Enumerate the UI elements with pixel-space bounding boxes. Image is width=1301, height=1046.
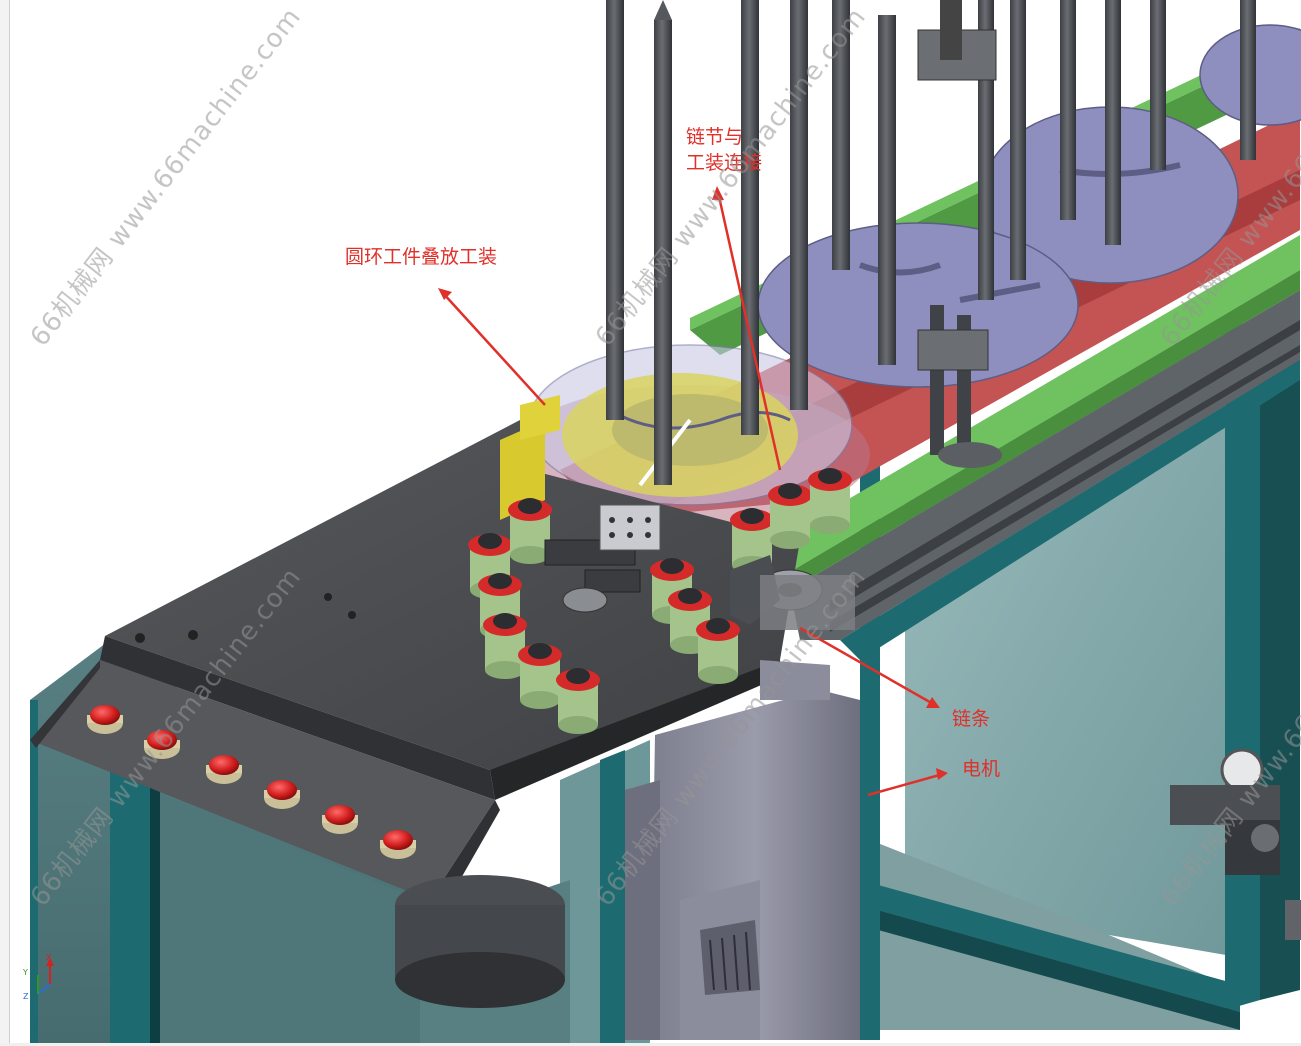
yellow-bracket bbox=[500, 420, 545, 520]
viewport-bottom-edge bbox=[0, 1043, 1301, 1046]
chain-label: 链条 bbox=[952, 708, 991, 730]
red-push-button[interactable] bbox=[380, 830, 416, 859]
mount-block-2 bbox=[584, 569, 641, 593]
roller bbox=[508, 498, 552, 564]
frame-bottom-rail bbox=[860, 880, 1240, 1012]
clamp-base bbox=[938, 442, 1002, 468]
chain-bracket bbox=[760, 575, 855, 630]
plate-hole bbox=[188, 630, 198, 640]
clamp-post bbox=[940, 0, 962, 60]
frame-post-right-side bbox=[1260, 300, 1300, 1000]
center-post bbox=[600, 750, 625, 1045]
arrow-chain bbox=[799, 626, 936, 707]
pneumatic-regulator bbox=[1170, 748, 1301, 940]
roller-set bbox=[468, 468, 852, 734]
clamp-post-2 bbox=[930, 305, 944, 455]
annotation-arrows bbox=[438, 186, 948, 797]
conveyor-frame-teal bbox=[840, 360, 1300, 660]
button-panel-left bbox=[30, 660, 100, 748]
arrow-motor bbox=[867, 772, 944, 797]
arrow-link bbox=[716, 191, 782, 471]
frame-bottom-rail-2 bbox=[860, 905, 1240, 1030]
plate-hole bbox=[324, 593, 332, 601]
roller bbox=[556, 668, 600, 734]
control-buttons bbox=[87, 705, 416, 859]
front-rail-top bbox=[770, 235, 1300, 572]
pole bbox=[1010, 0, 1026, 280]
motor-flange bbox=[760, 660, 830, 700]
yellow-bracket-top bbox=[520, 395, 560, 440]
roller bbox=[696, 618, 740, 684]
pole bbox=[606, 0, 624, 420]
roller bbox=[808, 468, 852, 534]
guide-poles bbox=[606, 0, 1256, 485]
roller bbox=[518, 643, 562, 709]
axis-z-label: Z bbox=[23, 992, 29, 1001]
plate-right-edge bbox=[490, 660, 782, 800]
axis-triad bbox=[37, 958, 54, 995]
fixture-inner-ring bbox=[612, 394, 768, 466]
pole bbox=[1060, 0, 1076, 220]
pole bbox=[878, 15, 896, 365]
viewport-left-edge bbox=[0, 0, 10, 1046]
front-rail-face bbox=[790, 270, 1300, 590]
bearing bbox=[562, 587, 608, 613]
center-mechanism bbox=[544, 504, 855, 630]
pole bbox=[1240, 0, 1256, 160]
left-inner-glass bbox=[150, 790, 420, 1045]
pole bbox=[741, 0, 759, 435]
pole bbox=[790, 0, 808, 410]
plate-hole bbox=[348, 611, 356, 619]
button-panel bbox=[30, 660, 495, 900]
red-push-button[interactable] bbox=[322, 805, 358, 834]
link-label-line1: 链节与 bbox=[686, 126, 744, 148]
plate-hole bbox=[135, 633, 145, 643]
roller bbox=[768, 483, 812, 549]
link-label-line2: 工装连接 bbox=[686, 152, 763, 174]
left-frame-edge bbox=[30, 700, 38, 1045]
regulator-body bbox=[1170, 785, 1280, 825]
left-frame-post bbox=[110, 720, 150, 1045]
fixture-label: 圆环工件叠放工装 bbox=[345, 246, 498, 268]
red-push-button[interactable] bbox=[264, 780, 300, 809]
drive-motor bbox=[395, 660, 860, 1040]
conveyor-side-slots bbox=[830, 320, 1300, 612]
pole bbox=[1150, 0, 1166, 170]
pole bbox=[1105, 0, 1121, 245]
roller bbox=[483, 613, 527, 679]
motor-box bbox=[625, 780, 660, 1040]
red-push-button[interactable] bbox=[87, 705, 123, 734]
axis-x-label: X bbox=[46, 953, 52, 962]
motor-fins bbox=[700, 920, 760, 995]
red-push-button[interactable] bbox=[206, 755, 242, 784]
pole bbox=[654, 20, 672, 485]
motor-label: 电机 bbox=[962, 758, 1001, 780]
axis-y-label: Y bbox=[23, 968, 28, 977]
roller bbox=[730, 508, 774, 574]
left-frame-post-dark bbox=[150, 740, 160, 1045]
clamp-block-2 bbox=[917, 329, 989, 371]
conveyor-side-slots-2 bbox=[830, 345, 1300, 632]
plate-front-edge bbox=[100, 636, 495, 800]
pole bbox=[832, 0, 850, 270]
slide-block bbox=[599, 504, 661, 551]
red-push-button[interactable] bbox=[144, 730, 180, 759]
arrow-fixture bbox=[441, 291, 546, 406]
